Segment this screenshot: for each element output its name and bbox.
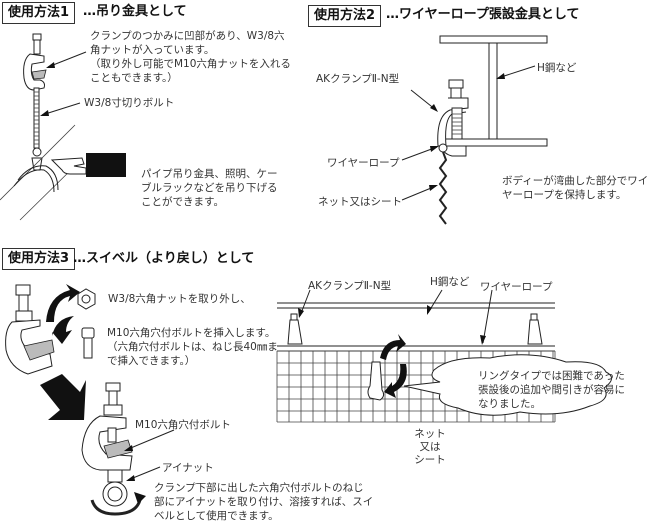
net-speech-bubble-text: リングタイプでは困難であった 張設後の追加や間引きが容易に なりました。 [478, 370, 625, 410]
section-1-title: …吊り金具として [83, 4, 187, 19]
section-3-note-swivel: クランプ下部に出した六角穴付ボルトのねじ 部にアイナットを取り付け、溶接すれば、… [154, 482, 374, 522]
section-1-note-pipe: パイプ吊り金具、照明、ケー ブルラックなどを吊り下げる ことができます。 [141, 168, 278, 208]
section-3-note-remove-nut: W3/8六角ナットを取り外し、 [108, 293, 251, 305]
net-net-label: ネット 又は シート [414, 428, 446, 466]
section-1-note-clamp: クランプのつかみに凹部があり、W3/8六 角ナットが入っています。 （取り外し可… [90, 30, 291, 84]
section-3-badge: 使用方法3 [2, 248, 76, 270]
section-2-title: …ワイヤーロープ張設金具として [386, 7, 580, 22]
section-2-badge: 使用方法2 [308, 5, 382, 27]
section-3-bolt-label: M10六角穴付ボルト [135, 419, 231, 431]
section-2-net-label: ネット又はシート [318, 196, 402, 208]
net-diagram [276, 289, 612, 423]
swivel-illustration-top [5, 284, 96, 375]
h-beam-illustration [401, 35, 548, 225]
section-3-note-insert-bolt: M10六角穴付ボルトを挿入します。 （六角穴付ボルトは、ねじ長40㎜ま で挿入で… [107, 327, 278, 367]
net-beam-label: H鋼など [430, 276, 470, 288]
section-1-note-rod: W3/8寸切りボルト [84, 97, 175, 109]
net-clamp-label: AKクランプⅡ-N型 [308, 280, 392, 292]
section-2-clamp-label: AKクランプⅡ-N型 [316, 73, 400, 85]
section-3-title: …スイベル（より戻し）として [73, 251, 255, 266]
section-3-eyenut-label: アイナット [162, 462, 214, 474]
section-2-wire-label: ワイヤーロープ [327, 157, 400, 169]
swivel-illustration-bottom [81, 382, 175, 516]
net-wire-label: ワイヤーロープ [480, 281, 553, 293]
section-1-badge: 使用方法1 [2, 2, 76, 24]
big-down-arrow-icon [40, 374, 86, 420]
section-2-note: ボディーが湾曲した部分でワイ ヤーロープを保持します。 [502, 175, 649, 201]
clamp-illustration-1 [0, 33, 126, 221]
section-2-beam-label: H鋼など [537, 62, 577, 74]
